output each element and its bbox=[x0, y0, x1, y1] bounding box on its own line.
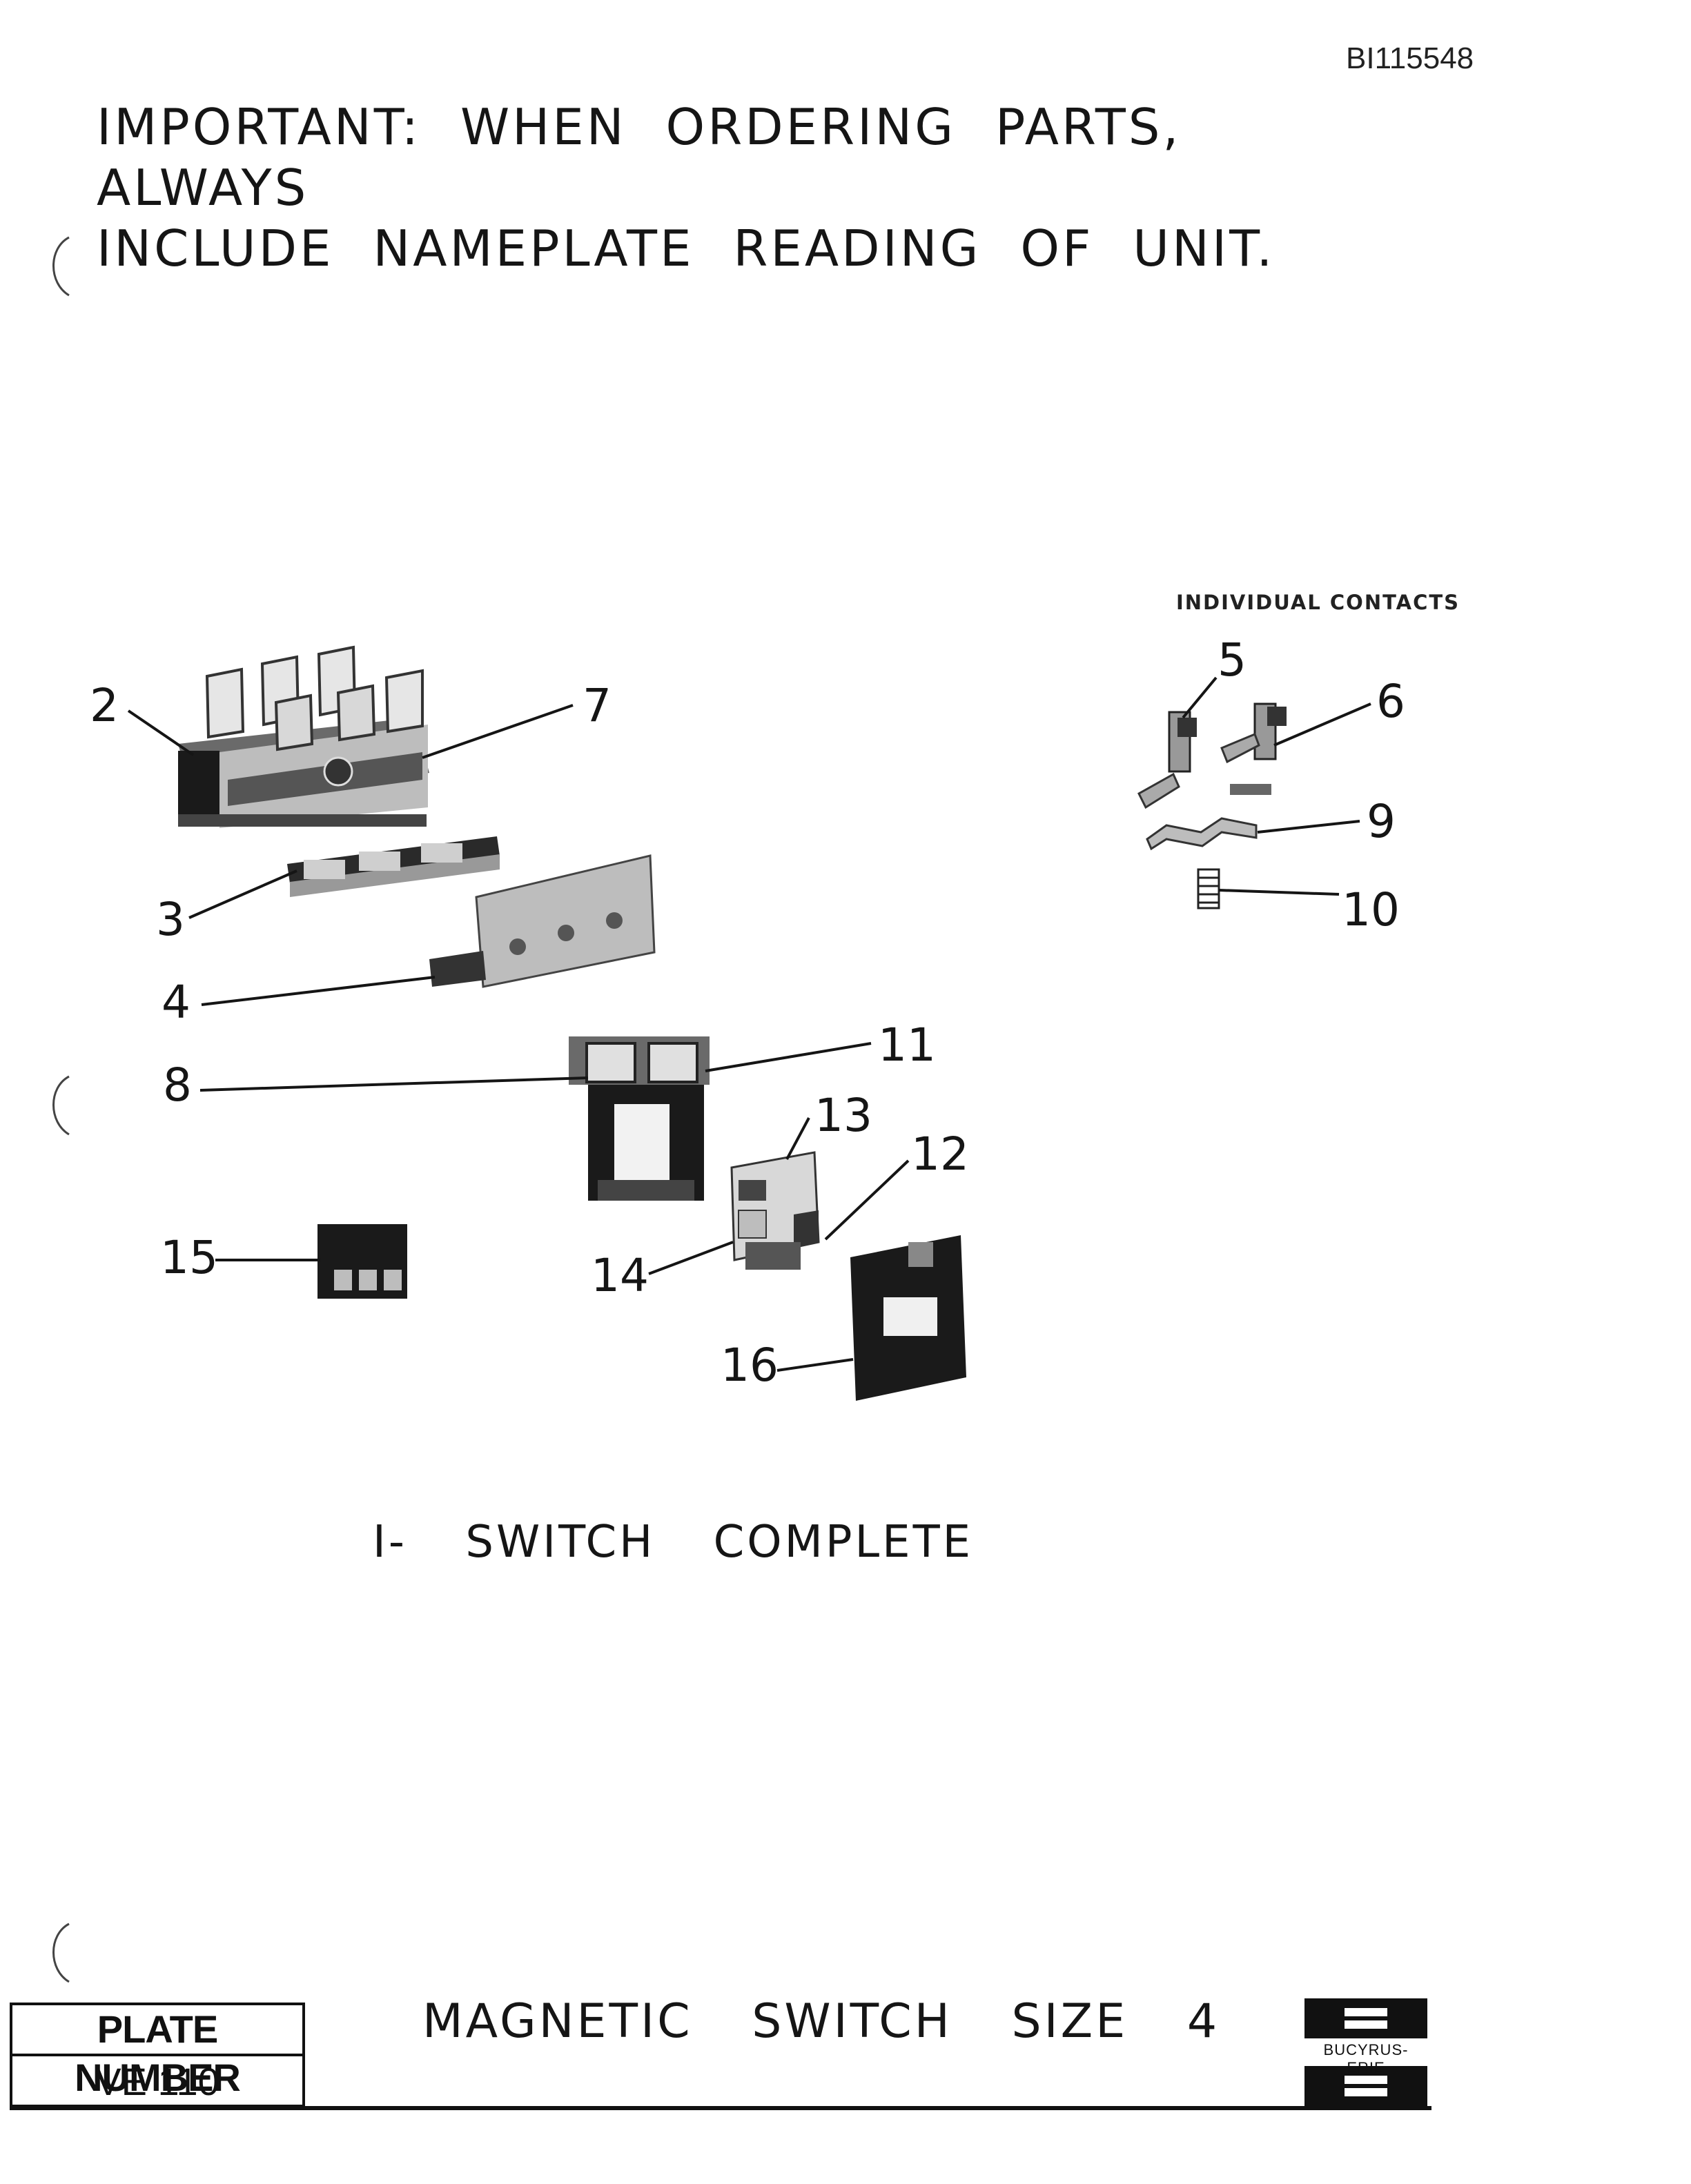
part-magnet-frame bbox=[569, 1036, 710, 1201]
part-contact-bridge-9 bbox=[1146, 817, 1258, 851]
binder-hole-mark-top bbox=[52, 236, 70, 297]
individual-contacts-heading: INDIVIDUAL CONTACTS bbox=[1176, 591, 1460, 614]
leader-12 bbox=[824, 1159, 910, 1241]
part-overload-relay bbox=[730, 1151, 820, 1270]
part-individual-contact-6 bbox=[1220, 702, 1287, 795]
binder-hole-mark-bottom bbox=[52, 1922, 70, 1983]
leader-11 bbox=[705, 1042, 872, 1072]
callout-16: 16 bbox=[721, 1339, 779, 1392]
part-contact-block-assembly bbox=[178, 645, 429, 828]
callout-15: 15 bbox=[160, 1231, 218, 1284]
leader-14 bbox=[648, 1241, 734, 1275]
leader-lines bbox=[127, 676, 1371, 1372]
leader-4 bbox=[201, 976, 436, 1006]
part-spring-10 bbox=[1197, 868, 1220, 909]
callout-7: 7 bbox=[583, 679, 612, 732]
leader-10 bbox=[1218, 889, 1340, 896]
callout-3: 3 bbox=[156, 893, 185, 946]
plate-number-value: VE 110 bbox=[95, 2060, 219, 2103]
part-coil bbox=[850, 1235, 966, 1401]
leader-9 bbox=[1257, 820, 1360, 834]
plate-number-label: PLATE NUMBER bbox=[12, 2005, 302, 2099]
leader-16 bbox=[776, 1358, 854, 1372]
callout-11: 11 bbox=[878, 1019, 936, 1072]
callout-6: 6 bbox=[1376, 675, 1405, 728]
callout-9: 9 bbox=[1367, 795, 1396, 848]
logo-mark bbox=[1304, 1998, 1427, 2106]
leader-7 bbox=[422, 704, 574, 759]
bucyrus-erie-logo-icon: BUCYRUS-ERIE bbox=[1304, 1998, 1427, 2109]
ordering-notice: IMPORTANT: WHEN ORDERING PARTS, ALWAYS I… bbox=[97, 97, 1339, 279]
part-auxiliary-contact bbox=[317, 1224, 407, 1299]
callout-13: 13 bbox=[814, 1089, 872, 1142]
callout-5: 5 bbox=[1218, 633, 1247, 687]
part-individual-contact-5 bbox=[1137, 711, 1197, 809]
ordering-notice-line-2: INCLUDE NAMEPLATE READING OF UNIT. bbox=[97, 219, 1275, 277]
switch-complete-caption: I- SWITCH COMPLETE bbox=[373, 1517, 974, 1568]
binder-hole-mark-middle bbox=[52, 1075, 70, 1136]
document-id: BI115548 bbox=[1346, 41, 1474, 75]
leader-6 bbox=[1273, 702, 1371, 747]
leader-8 bbox=[199, 1076, 589, 1092]
callout-4: 4 bbox=[162, 976, 190, 1029]
logo-brand-text: BUCYRUS-ERIE bbox=[1323, 2041, 1409, 2076]
ordering-notice-line-1: IMPORTANT: WHEN ORDERING PARTS, ALWAYS bbox=[97, 98, 1182, 217]
part-bridge-strips bbox=[287, 836, 500, 897]
leader-3 bbox=[188, 869, 297, 919]
drawing-title: MAGNETIC SWITCH SIZE 4 bbox=[422, 1994, 1220, 2049]
callout-10: 10 bbox=[1342, 883, 1400, 936]
footer-rule bbox=[10, 2106, 1431, 2110]
leader-5 bbox=[1182, 676, 1218, 719]
callout-12: 12 bbox=[911, 1128, 969, 1181]
leader-2 bbox=[127, 709, 195, 756]
callout-14: 14 bbox=[591, 1249, 649, 1302]
leader-13 bbox=[785, 1117, 810, 1160]
callout-2: 2 bbox=[90, 679, 119, 732]
plate-number-box: PLATE NUMBER VE 110 bbox=[10, 2003, 305, 2107]
part-base-plate bbox=[429, 854, 656, 988]
callout-8: 8 bbox=[163, 1059, 192, 1112]
